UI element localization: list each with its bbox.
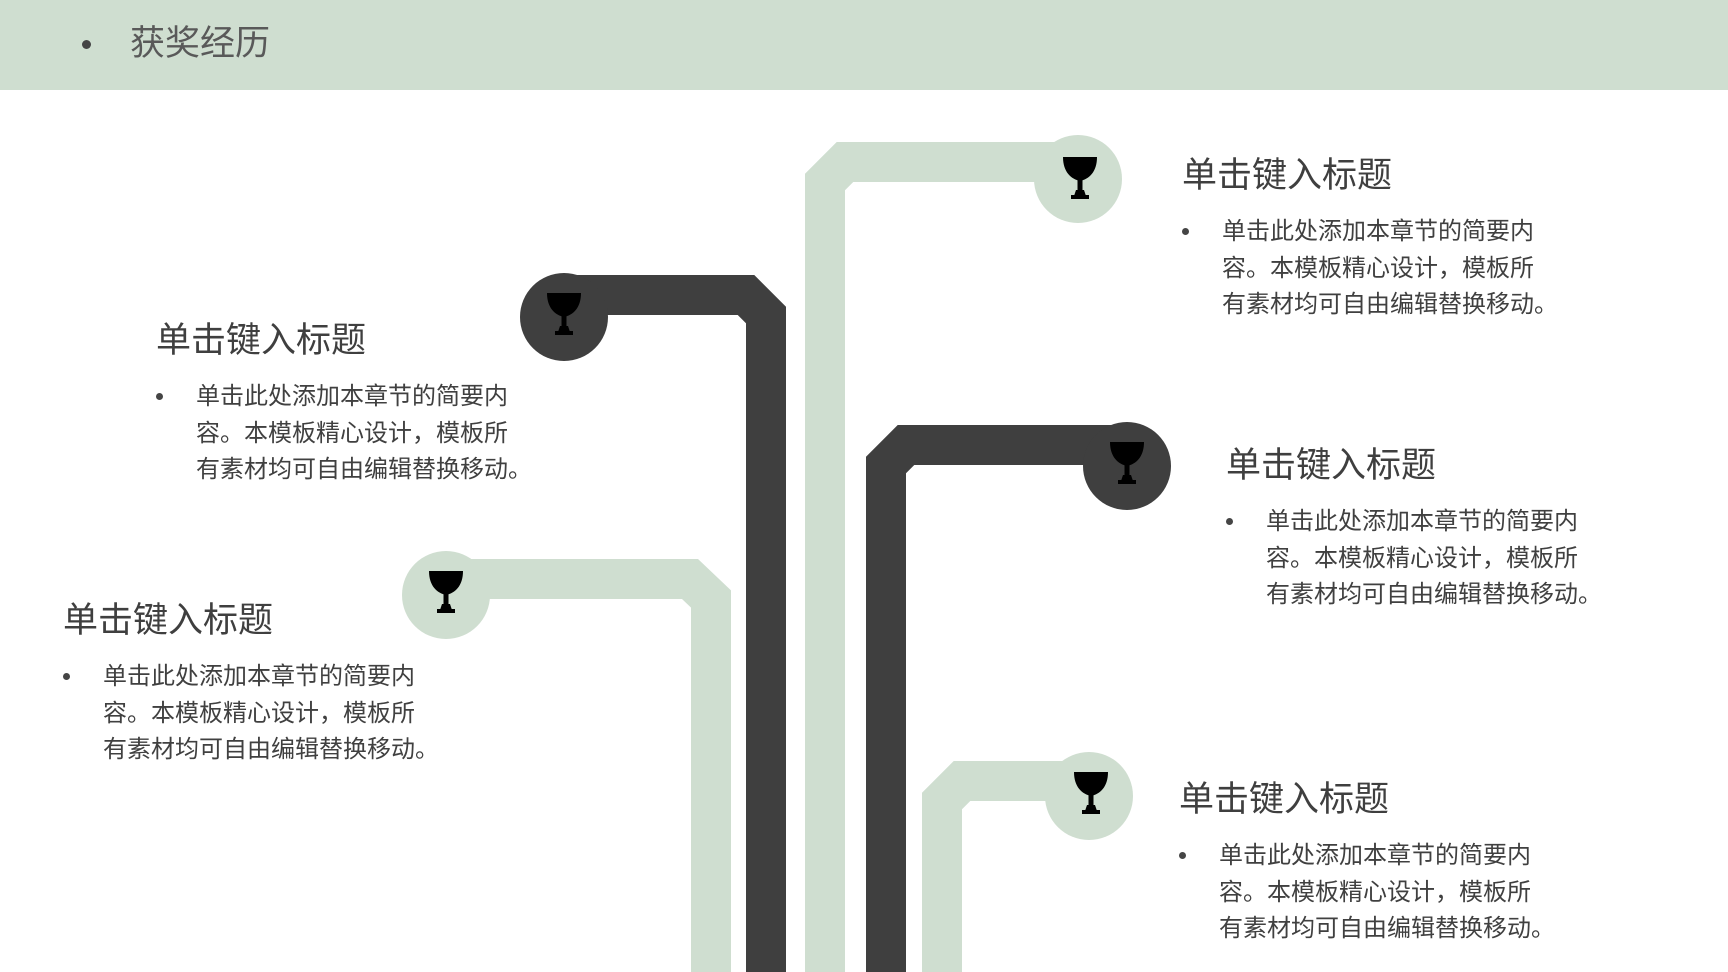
item-desc[interactable]: 单击此处添加本章节的简要内 容。本模板精心设计，模板所 有素材均可自由编辑替换移… [1179, 837, 1599, 947]
header-bullet [82, 40, 91, 49]
connector-bottom-right [922, 761, 1080, 972]
node-left-upper [520, 273, 608, 361]
desc-line: 容。本模板精心设计，模板所 [1219, 877, 1531, 906]
bullet-dot [63, 673, 70, 680]
award-item-left-upper: 单击键入标题 单击此处添加本章节的简要内 容。本模板精心设计，模板所 有素材均可… [156, 317, 576, 488]
bullet-dot [1226, 518, 1233, 525]
connector-middle-right [866, 425, 1120, 972]
desc-line: 单击此处添加本章节的简要内 [1219, 841, 1531, 869]
connector-left-lower [460, 559, 731, 972]
item-title[interactable]: 单击键入标题 [63, 601, 274, 641]
award-item-top-right: 单击键入标题 单击此处添加本章节的简要内 容。本模板精心设计，模板所 有素材均可… [1182, 152, 1602, 323]
desc-line: 有素材均可自由编辑替换移动。 [103, 735, 439, 763]
desc-line: 有素材均可自由编辑替换移动。 [1219, 914, 1555, 942]
desc-line: 有素材均可自由编辑替换移动。 [196, 455, 532, 483]
item-title[interactable]: 单击键入标题 [1226, 446, 1437, 486]
item-title[interactable]: 单击键入标题 [1179, 780, 1390, 820]
desc-line: 容。本模板精心设计，模板所 [103, 698, 415, 727]
award-item-middle-right: 单击键入标题 单击此处添加本章节的简要内 容。本模板精心设计，模板所 有素材均可… [1226, 442, 1646, 613]
connector-top-right [805, 142, 1060, 972]
header-bar: 获奖经历 [0, 0, 1728, 90]
desc-line: 容。本模板精心设计，模板所 [1266, 543, 1578, 572]
item-desc[interactable]: 单击此处添加本章节的简要内 容。本模板精心设计，模板所 有素材均可自由编辑替换移… [1182, 213, 1602, 323]
node-left-lower [402, 551, 490, 639]
node-bottom-right [1045, 752, 1133, 840]
item-title[interactable]: 单击键入标题 [156, 321, 367, 361]
desc-line: 有素材均可自由编辑替换移动。 [1266, 580, 1602, 608]
desc-line: 容。本模板精心设计，模板所 [196, 418, 508, 447]
desc-line: 单击此处添加本章节的简要内 [1222, 217, 1534, 245]
award-item-bottom-right: 单击键入标题 单击此处添加本章节的简要内 容。本模板精心设计，模板所 有素材均可… [1179, 776, 1599, 947]
desc-line: 单击此处添加本章节的简要内 [196, 382, 508, 410]
bullet-dot [156, 393, 163, 400]
item-desc[interactable]: 单击此处添加本章节的简要内 容。本模板精心设计，模板所 有素材均可自由编辑替换移… [1226, 503, 1646, 613]
desc-line: 有素材均可自由编辑替换移动。 [1222, 290, 1558, 318]
desc-line: 容。本模板精心设计，模板所 [1222, 253, 1534, 282]
award-item-left-lower: 单击键入标题 单击此处添加本章节的简要内 容。本模板精心设计，模板所 有素材均可… [63, 597, 483, 768]
item-desc[interactable]: 单击此处添加本章节的简要内 容。本模板精心设计，模板所 有素材均可自由编辑替换移… [63, 658, 483, 768]
connector-left-upper [575, 275, 786, 972]
node-top-right [1034, 135, 1122, 223]
page-title[interactable]: 获奖经历 [130, 24, 271, 64]
item-title[interactable]: 单击键入标题 [1182, 156, 1393, 196]
desc-line: 单击此处添加本章节的简要内 [103, 662, 415, 690]
desc-line: 单击此处添加本章节的简要内 [1266, 507, 1578, 535]
bullet-dot [1179, 852, 1186, 859]
item-desc[interactable]: 单击此处添加本章节的简要内 容。本模板精心设计，模板所 有素材均可自由编辑替换移… [156, 378, 576, 488]
bullet-dot [1182, 228, 1189, 235]
node-middle-right [1083, 422, 1171, 510]
